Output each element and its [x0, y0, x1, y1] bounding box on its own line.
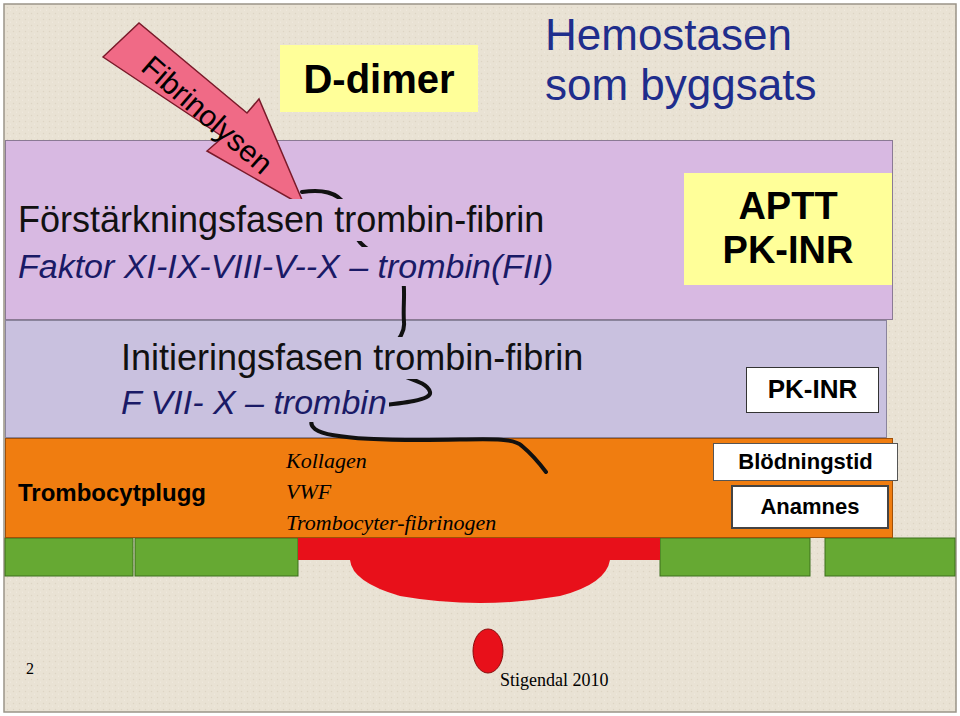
test-box: Anamnes [731, 485, 889, 529]
node-text: PK-INR [723, 229, 854, 273]
phase-band: Trombocytplugg Kollagen VWF Trombocyter-f… [5, 438, 893, 538]
node-heading: Anamnes [760, 494, 859, 519]
node-heading: Blödningstid [738, 449, 872, 474]
node-heading: APTT [738, 185, 837, 229]
fibrinolysis-arrow: Fibrinolysen [95, 15, 325, 215]
credit-note: Stigendal 2010 [500, 670, 609, 691]
test-box: Blödningstid [713, 443, 898, 481]
node-heading: Trombocytplugg [16, 479, 208, 507]
test-box: D-dimer [280, 45, 478, 112]
phase-band: Initieringsfasen trombin-fibrin F VII- X … [5, 320, 887, 438]
node-text: F VII- X – trombin [119, 383, 389, 422]
node-heading: D-dimer [303, 56, 454, 102]
slide-number: 2 [26, 660, 34, 678]
phase-band: Förstärkningsfasen trombin-fibrinFaktor … [5, 140, 893, 320]
node-heading: Förstärkningsfasen trombin-fibrin [16, 199, 546, 241]
node-heading: PK-INR [768, 375, 858, 405]
node-heading: Initieringsfasen trombin-fibrin [119, 337, 585, 379]
slide-title: Hemostasen som byggsats [545, 10, 845, 110]
test-box: APTTPK-INR [684, 173, 892, 285]
test-box: PK-INR [746, 367, 879, 413]
node-text: Faktor XI-IX-VIII-V--X – trombin(FII) [16, 247, 555, 286]
node-text: Kollagen VWF Trombocyter-fibrinogen [284, 445, 578, 538]
